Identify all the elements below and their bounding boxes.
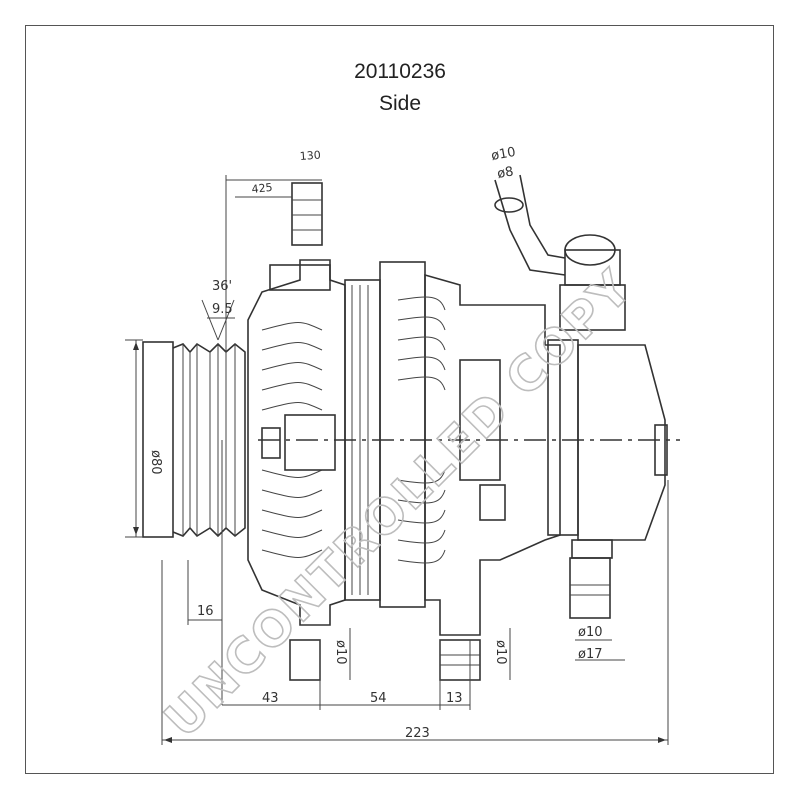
view-subtitle: Side: [378, 92, 422, 115]
dim-overall-223: 223: [405, 726, 430, 741]
rear-housing: [397, 273, 561, 636]
dim-belt-angle: 36': [212, 279, 232, 294]
part-number-title: 20110236: [354, 60, 446, 83]
dim-length-13: 13: [446, 691, 463, 706]
lower-terminals: [289, 639, 481, 681]
dim-length-54: 54: [370, 691, 387, 706]
dim-pipe-inner: ø10: [578, 625, 603, 640]
vacuum-hose: [494, 174, 566, 276]
dim-425: 425: [251, 181, 273, 196]
drawing-border: [25, 25, 774, 774]
pulley: [142, 341, 246, 538]
dim-offset-16: 16: [197, 604, 214, 619]
dim-hose-outer: ø10: [490, 145, 517, 164]
dim-pulley-diameter: ø80: [148, 450, 163, 475]
dim-bolt-a: ø10: [333, 640, 348, 665]
dim-bolt-b: ø10: [493, 640, 508, 665]
vacuum-pump: [547, 234, 668, 559]
dim-130: 130: [299, 149, 321, 163]
oil-pipe: [569, 557, 611, 619]
uncontrolled-copy-watermark: UNCONTROLLED COPY: [154, 259, 644, 749]
dim-hose-inner: ø8: [496, 164, 515, 182]
dim-length-43: 43: [262, 691, 279, 706]
dimension-lines: [125, 175, 669, 745]
top-mounting-ear: [269, 182, 331, 291]
dim-pipe-outer: ø17: [578, 647, 603, 662]
dim-groove-width: 9.5: [212, 302, 233, 317]
